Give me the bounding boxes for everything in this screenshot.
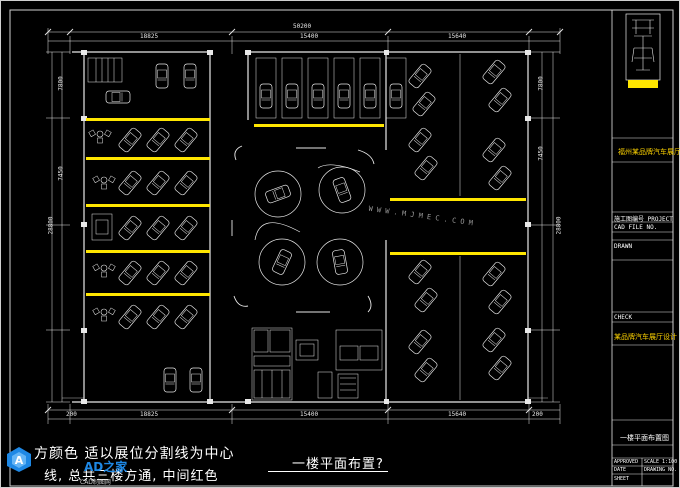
tb-field-5: APPROVED [614, 459, 639, 465]
floor-plan-title-underline [268, 471, 388, 472]
cad-logo-icon: A [7, 447, 31, 472]
dim-right-seg1: 7450 [537, 146, 545, 161]
dim-bottom-mid: 15400 [300, 411, 319, 418]
tb-field-4: CHECK [614, 314, 633, 321]
dim-top-total: 50200 [293, 23, 312, 30]
dim-left-seg1: 7800 [57, 76, 65, 91]
design-title: 某品牌汽车展厅设计 [614, 333, 677, 341]
dim-top-left: 18825 [140, 33, 159, 40]
tb-field-2: CAD FILE NO. [614, 224, 658, 231]
dim-left-seg2: 7450 [57, 166, 65, 181]
dim-right-seg2: 7800 [537, 76, 545, 91]
dim-left-total: 28800 [47, 216, 55, 235]
watermark-line-2: 线, 总共三楼方通, 中间红色 [44, 469, 219, 484]
floor-plan-title: 一楼平面布置? [292, 457, 384, 472]
tb-scale: SCALE 1:100 [644, 459, 678, 465]
dim-top-mid: 15400 [300, 33, 319, 40]
dim-right-total: 28800 [555, 216, 563, 235]
tb-sheet: SHEET [614, 476, 630, 482]
watermark-line-1: 方颜色 适以展位分割线为中心 [34, 446, 235, 462]
svg-text:A: A [15, 454, 24, 467]
dim-bottom-right: 15640 [448, 411, 467, 418]
tb-field-1: 施工图编号 PROJECT [614, 216, 673, 223]
tb-field-3: DRAWN [614, 243, 633, 250]
dim-small-left: 200 [66, 411, 77, 418]
dim-small-right: 200 [532, 411, 543, 418]
dim-bottom-left: 18825 [140, 411, 159, 418]
drawing-name: 一楼平面布置图 [620, 434, 669, 442]
tb-drawing-no: DRAWING NO. [644, 467, 678, 473]
logo-text: AD之家 [84, 460, 128, 474]
tb-date: DATE [614, 467, 627, 473]
dim-top-right: 15640 [448, 33, 467, 40]
logo-subtext: CAD制图网 [80, 479, 111, 486]
project-name: 福州某品牌汽车展厅 [618, 148, 680, 156]
